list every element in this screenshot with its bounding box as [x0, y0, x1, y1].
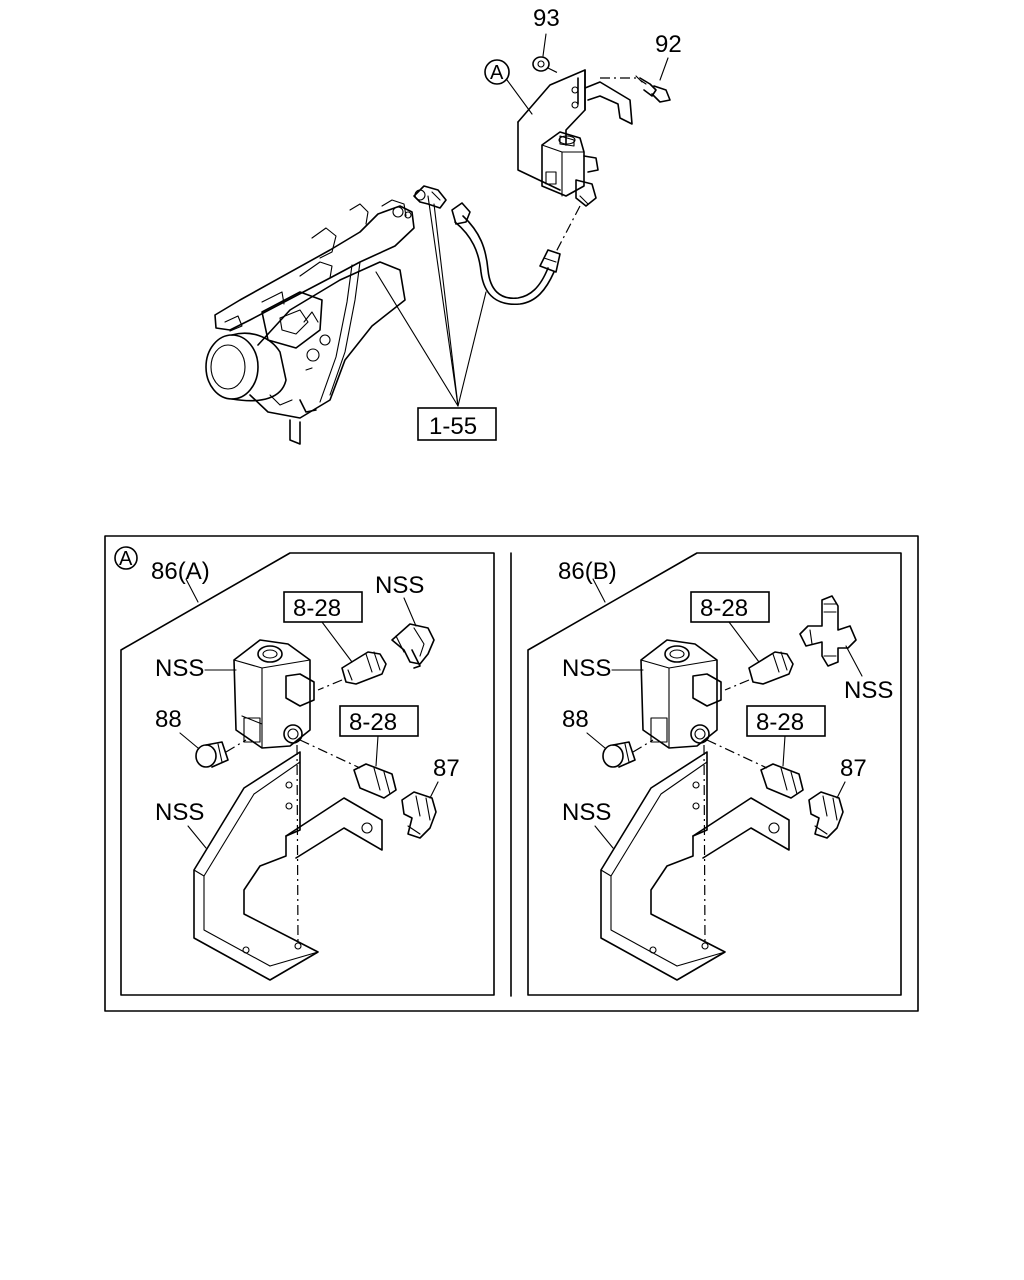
leader-92	[659, 57, 669, 81]
valve-a	[233, 639, 315, 749]
bracket-b	[600, 751, 790, 981]
elbow-fitting-a	[391, 623, 435, 669]
connector-upper-a	[341, 651, 387, 685]
plug-88-b	[602, 741, 636, 768]
ref-8-28-upper-b: 8-28	[700, 595, 748, 622]
connector-lower-b	[760, 763, 804, 799]
connector-upper-b	[748, 651, 794, 685]
valve-bracket-top	[517, 69, 633, 207]
leader-88-b	[586, 732, 606, 749]
callout-1-55: 1-55	[429, 413, 477, 440]
panel-86a-frame	[120, 552, 495, 996]
detail-marker-circle	[114, 546, 138, 570]
callout-93: 93	[533, 5, 560, 32]
leader-nss-bracket-b	[594, 825, 614, 849]
throttle-body-assembly	[205, 199, 415, 445]
panel-86b-frame	[527, 552, 902, 996]
valve-b	[640, 639, 722, 749]
callout-a-top: A	[490, 62, 504, 84]
ref-8-28-upper-a: 8-28	[293, 595, 341, 622]
nss-elbow-label-a: NSS	[375, 572, 424, 599]
ref-8-28-lower-b: 8-28	[756, 709, 804, 736]
elbow-fitting-top	[413, 185, 447, 209]
nut-93	[532, 56, 550, 72]
elbow-87-b	[808, 791, 844, 839]
callout-1-55-box	[417, 407, 497, 441]
leader-86a	[185, 578, 199, 603]
connector-lower-a	[353, 763, 397, 799]
panel-86a: 86(A) 8-28 NSS NSS	[120, 552, 495, 996]
ref-8-28-upper-box-b	[690, 591, 770, 623]
leader-8-28-lower-a	[375, 735, 379, 767]
tee-fitting-b	[799, 595, 857, 667]
leader-8-28-upper-a	[321, 621, 353, 663]
part-87-label-b: 87	[840, 755, 867, 782]
bracket-a	[193, 751, 383, 981]
vacuum-hose	[451, 202, 561, 305]
leader-8-28-upper-b	[728, 621, 760, 663]
ref-8-28-lower-box-a	[339, 705, 419, 737]
leader-dashdot-upper-b	[724, 679, 750, 691]
part-88-label-b: 88	[562, 706, 589, 733]
leader-nss-tee-b	[845, 645, 863, 677]
part-87-label-a: 87	[433, 755, 460, 782]
callout-a-circle	[484, 59, 510, 85]
leader-dashdot-88-a	[225, 739, 247, 753]
leader-nss-bracket-a	[187, 825, 207, 849]
panel-86b: 86(B) 8-28 NSS NSS	[527, 552, 902, 996]
panel-86b-title: 86(B)	[558, 558, 617, 585]
bolt-92	[635, 75, 671, 103]
leader-dashdot-93	[547, 67, 561, 75]
elbow-87-a	[401, 791, 437, 839]
detail-frame	[104, 535, 919, 1012]
leader-nss-elbow-a	[403, 597, 417, 627]
nss-bracket-label-a: NSS	[155, 799, 204, 826]
part-88-label-a: 88	[155, 706, 182, 733]
nss-bracket-label-b: NSS	[562, 799, 611, 826]
leader-8-28-lower-b	[782, 735, 786, 767]
leader-dashdot-lower-a	[299, 739, 361, 769]
leader-dashdot-top	[555, 205, 581, 253]
leader-dashdot-88-b	[632, 739, 654, 753]
leader-a	[506, 79, 533, 115]
leaders-1-55	[375, 195, 487, 407]
leader-87-a	[429, 781, 439, 799]
leader-87-b	[836, 781, 846, 799]
leader-88-a	[179, 732, 199, 749]
leader-dashdot-vertical-a	[296, 744, 299, 945]
ref-8-28-lower-box-b	[746, 705, 826, 737]
leader-86b	[592, 578, 606, 603]
nss-valve-label-a: NSS	[155, 655, 204, 682]
nss-tee-label-b: NSS	[844, 677, 893, 704]
leader-dashdot-lower-b	[706, 739, 768, 769]
panel-86a-title: 86(A)	[151, 558, 210, 585]
leader-dashdot-vertical-b	[703, 744, 706, 945]
callout-92: 92	[655, 31, 682, 58]
nss-valve-label-b: NSS	[562, 655, 611, 682]
ref-8-28-upper-box-a	[283, 591, 363, 623]
ref-8-28-lower-a: 8-28	[349, 709, 397, 736]
leader-dashdot-upper-a	[317, 679, 343, 691]
detail-marker: A	[119, 548, 133, 570]
leader-93	[542, 33, 547, 57]
plug-88-a	[195, 741, 229, 768]
